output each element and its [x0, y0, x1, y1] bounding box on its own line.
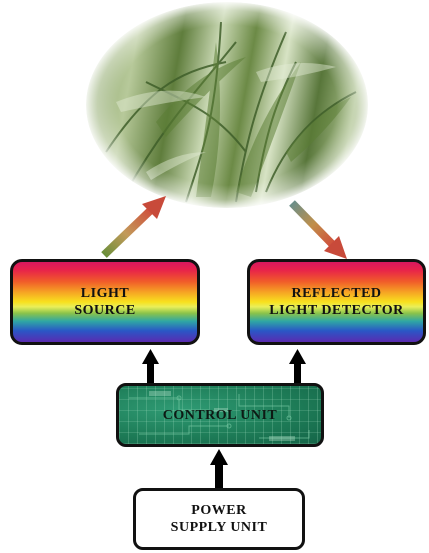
arrow-source-to-plant — [104, 196, 166, 255]
detector-label: REFLECTED LIGHT DETECTOR — [269, 285, 403, 319]
arrow-control-to-detector — [289, 349, 306, 383]
reflected-light-detector-box: REFLECTED LIGHT DETECTOR — [247, 259, 426, 345]
arrow-plant-to-detector — [292, 203, 347, 259]
light-source-box: LIGHT SOURCE — [10, 259, 200, 345]
power-supply-box: POWER SUPPLY UNIT — [133, 488, 305, 550]
arrow-power-to-control — [210, 449, 228, 488]
control-unit-box: CONTROL UNIT — [116, 383, 324, 447]
power-supply-label: POWER SUPPLY UNIT — [171, 502, 268, 536]
light-source-label: LIGHT SOURCE — [74, 285, 135, 319]
control-unit-label: CONTROL UNIT — [163, 407, 278, 424]
arrow-control-to-source — [142, 349, 159, 383]
